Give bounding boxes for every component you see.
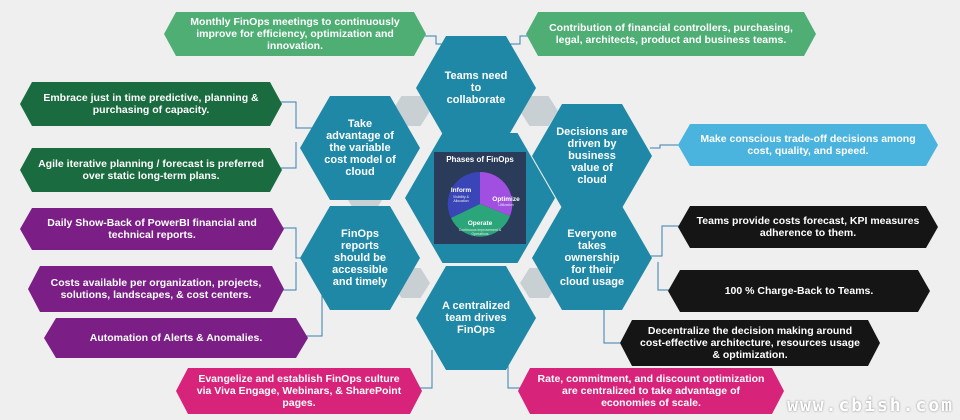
box-trade-off-text: Make conscious trade-off decisions among… xyxy=(700,133,916,157)
box-contribution: Contribution of financial controllers, p… xyxy=(526,12,816,56)
phase-operate-segment xyxy=(451,204,510,237)
box-costs-forecast-text: Teams provide costs forecast, KPI measur… xyxy=(696,215,920,239)
phase-optimize-label: Optimize xyxy=(492,196,520,203)
hex-variable-cost-label: Take advantage of the variable cost mode… xyxy=(324,118,396,178)
hex-business-value-label: Decisions are driven by business value o… xyxy=(556,126,628,186)
box-charge-back: 100 % Charge-Back to Teams. xyxy=(668,270,930,312)
box-charge-back-text: 100 % Charge-Back to Teams. xyxy=(724,285,874,297)
phase-operate-sub: Continuous Improvement & Operations xyxy=(458,228,502,236)
box-costs-available: Costs available per organization, projec… xyxy=(28,266,284,312)
phases-wheel xyxy=(447,171,513,237)
box-contribution-text: Contribution of financial controllers, p… xyxy=(549,22,793,46)
hex-business-value: Decisions are driven by business value o… xyxy=(532,104,652,208)
box-rate-commitment: Rate, commitment, and discount optimizat… xyxy=(518,368,784,414)
box-just-in-time-text: Embrace just in time predictive, plannin… xyxy=(43,92,259,116)
box-evangelize-text: Evangelize and establish FinOps culture … xyxy=(196,373,402,409)
connector-automation xyxy=(306,290,323,337)
box-decentralize: Decentralize the decision making around … xyxy=(620,320,880,366)
box-show-back-text: Daily Show-Back of PowerBI financial and… xyxy=(47,217,257,241)
phase-optimize-segment xyxy=(480,171,513,216)
phases-title: Phases of FinOps xyxy=(446,155,514,164)
connector-decentralize xyxy=(603,296,622,344)
hex-accessible-label: FinOps reports should be accessible and … xyxy=(332,228,388,288)
box-agile-planning: Agile iterative planning / forecast is p… xyxy=(20,148,282,192)
phase-inform-segment xyxy=(447,171,480,218)
box-monthly-meetings-text: Monthly FinOps meetings to continuously … xyxy=(190,16,400,52)
connector-jit xyxy=(280,101,318,129)
hex-centralized-label: A centralized team drives FinOps xyxy=(441,300,511,336)
connector-chargeback xyxy=(657,262,670,291)
phase-inform-sub: Visibility & Allocation xyxy=(453,195,469,203)
connector-costs xyxy=(282,262,297,291)
connector-forecast xyxy=(648,225,680,257)
connector-evangelize xyxy=(420,350,433,389)
box-automation-alerts: Automation of Alerts & Anomalies. xyxy=(44,318,308,358)
connector-tradeoff xyxy=(650,144,680,149)
hex-ownership-label: Everyone takes ownership for their cloud… xyxy=(559,228,625,288)
hex-centralized: A centralized team drives FinOps xyxy=(416,266,536,370)
connector-agile xyxy=(280,142,297,169)
box-agile-planning-text: Agile iterative planning / forecast is p… xyxy=(38,158,264,182)
hex-collaborate-label: Teams need to collaborate xyxy=(444,70,508,106)
box-rate-commitment-text: Rate, commitment, and discount optimizat… xyxy=(537,373,765,409)
box-show-back: Daily Show-Back of PowerBI financial and… xyxy=(20,208,284,250)
phase-optimize-sub: Utilization xyxy=(498,203,514,207)
box-evangelize: Evangelize and establish FinOps culture … xyxy=(176,368,422,414)
box-just-in-time: Embrace just in time predictive, plannin… xyxy=(20,82,282,126)
phase-inform-label: Inform xyxy=(450,187,472,194)
box-costs-forecast: Teams provide costs forecast, KPI measur… xyxy=(678,206,938,248)
box-decentralize-text: Decentralize the decision making around … xyxy=(639,325,860,361)
phase-operate-label: Operate xyxy=(467,220,493,227)
watermark: www.cbish.com xyxy=(787,395,954,416)
connector-contribution xyxy=(510,35,528,45)
box-automation-alerts-text: Automation of Alerts & Anomalies. xyxy=(89,332,263,344)
box-costs-available-text: Costs available per organization, projec… xyxy=(50,277,262,301)
box-trade-off: Make conscious trade-off decisions among… xyxy=(678,124,938,166)
box-monthly-meetings: Monthly FinOps meetings to continuously … xyxy=(164,12,426,56)
